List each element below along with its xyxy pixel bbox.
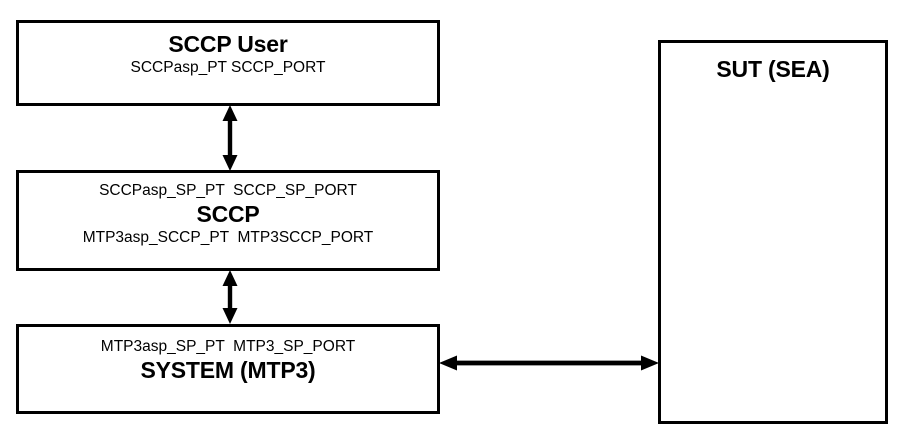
node-system-mtp3-ports: MTP3asp_SP_PT MTP3_SP_PORT [100, 338, 356, 355]
node-sut-title: SUT (SEA) [716, 56, 830, 82]
node-system-mtp3-title: SYSTEM (MTP3) [140, 357, 316, 383]
double-headed-arrow-vertical-icon [222, 105, 238, 171]
connector-sccp-to-system [214, 269, 246, 330]
connector-sccp-user-to-sccp [214, 104, 246, 177]
node-sccp-user-ports: SCCPasp_PT SCCP_PORT [130, 59, 326, 76]
node-sccp-upper-ports: SCCPasp_SP_PT SCCP_SP_PORT [99, 182, 357, 199]
double-headed-arrow-vertical-icon [222, 270, 238, 324]
connector-system-to-sut [438, 350, 660, 381]
node-sccp-lower-ports: MTP3asp_SCCP_PT MTP3SCCP_PORT [82, 229, 374, 246]
node-system-mtp3: MTP3asp_SP_PT MTP3_SP_PORT SYSTEM (MTP3) [16, 324, 440, 414]
double-headed-arrow-horizontal-icon [439, 355, 659, 371]
node-sccp-user-title: SCCP User [168, 31, 288, 57]
node-sccp: SCCPasp_SP_PT SCCP_SP_PORT SCCP MTP3asp_… [16, 170, 440, 271]
node-sut: SUT (SEA) [658, 40, 888, 424]
node-sccp-user: SCCP User SCCPasp_PT SCCP_PORT [16, 20, 440, 106]
node-sccp-title: SCCP [196, 201, 260, 227]
